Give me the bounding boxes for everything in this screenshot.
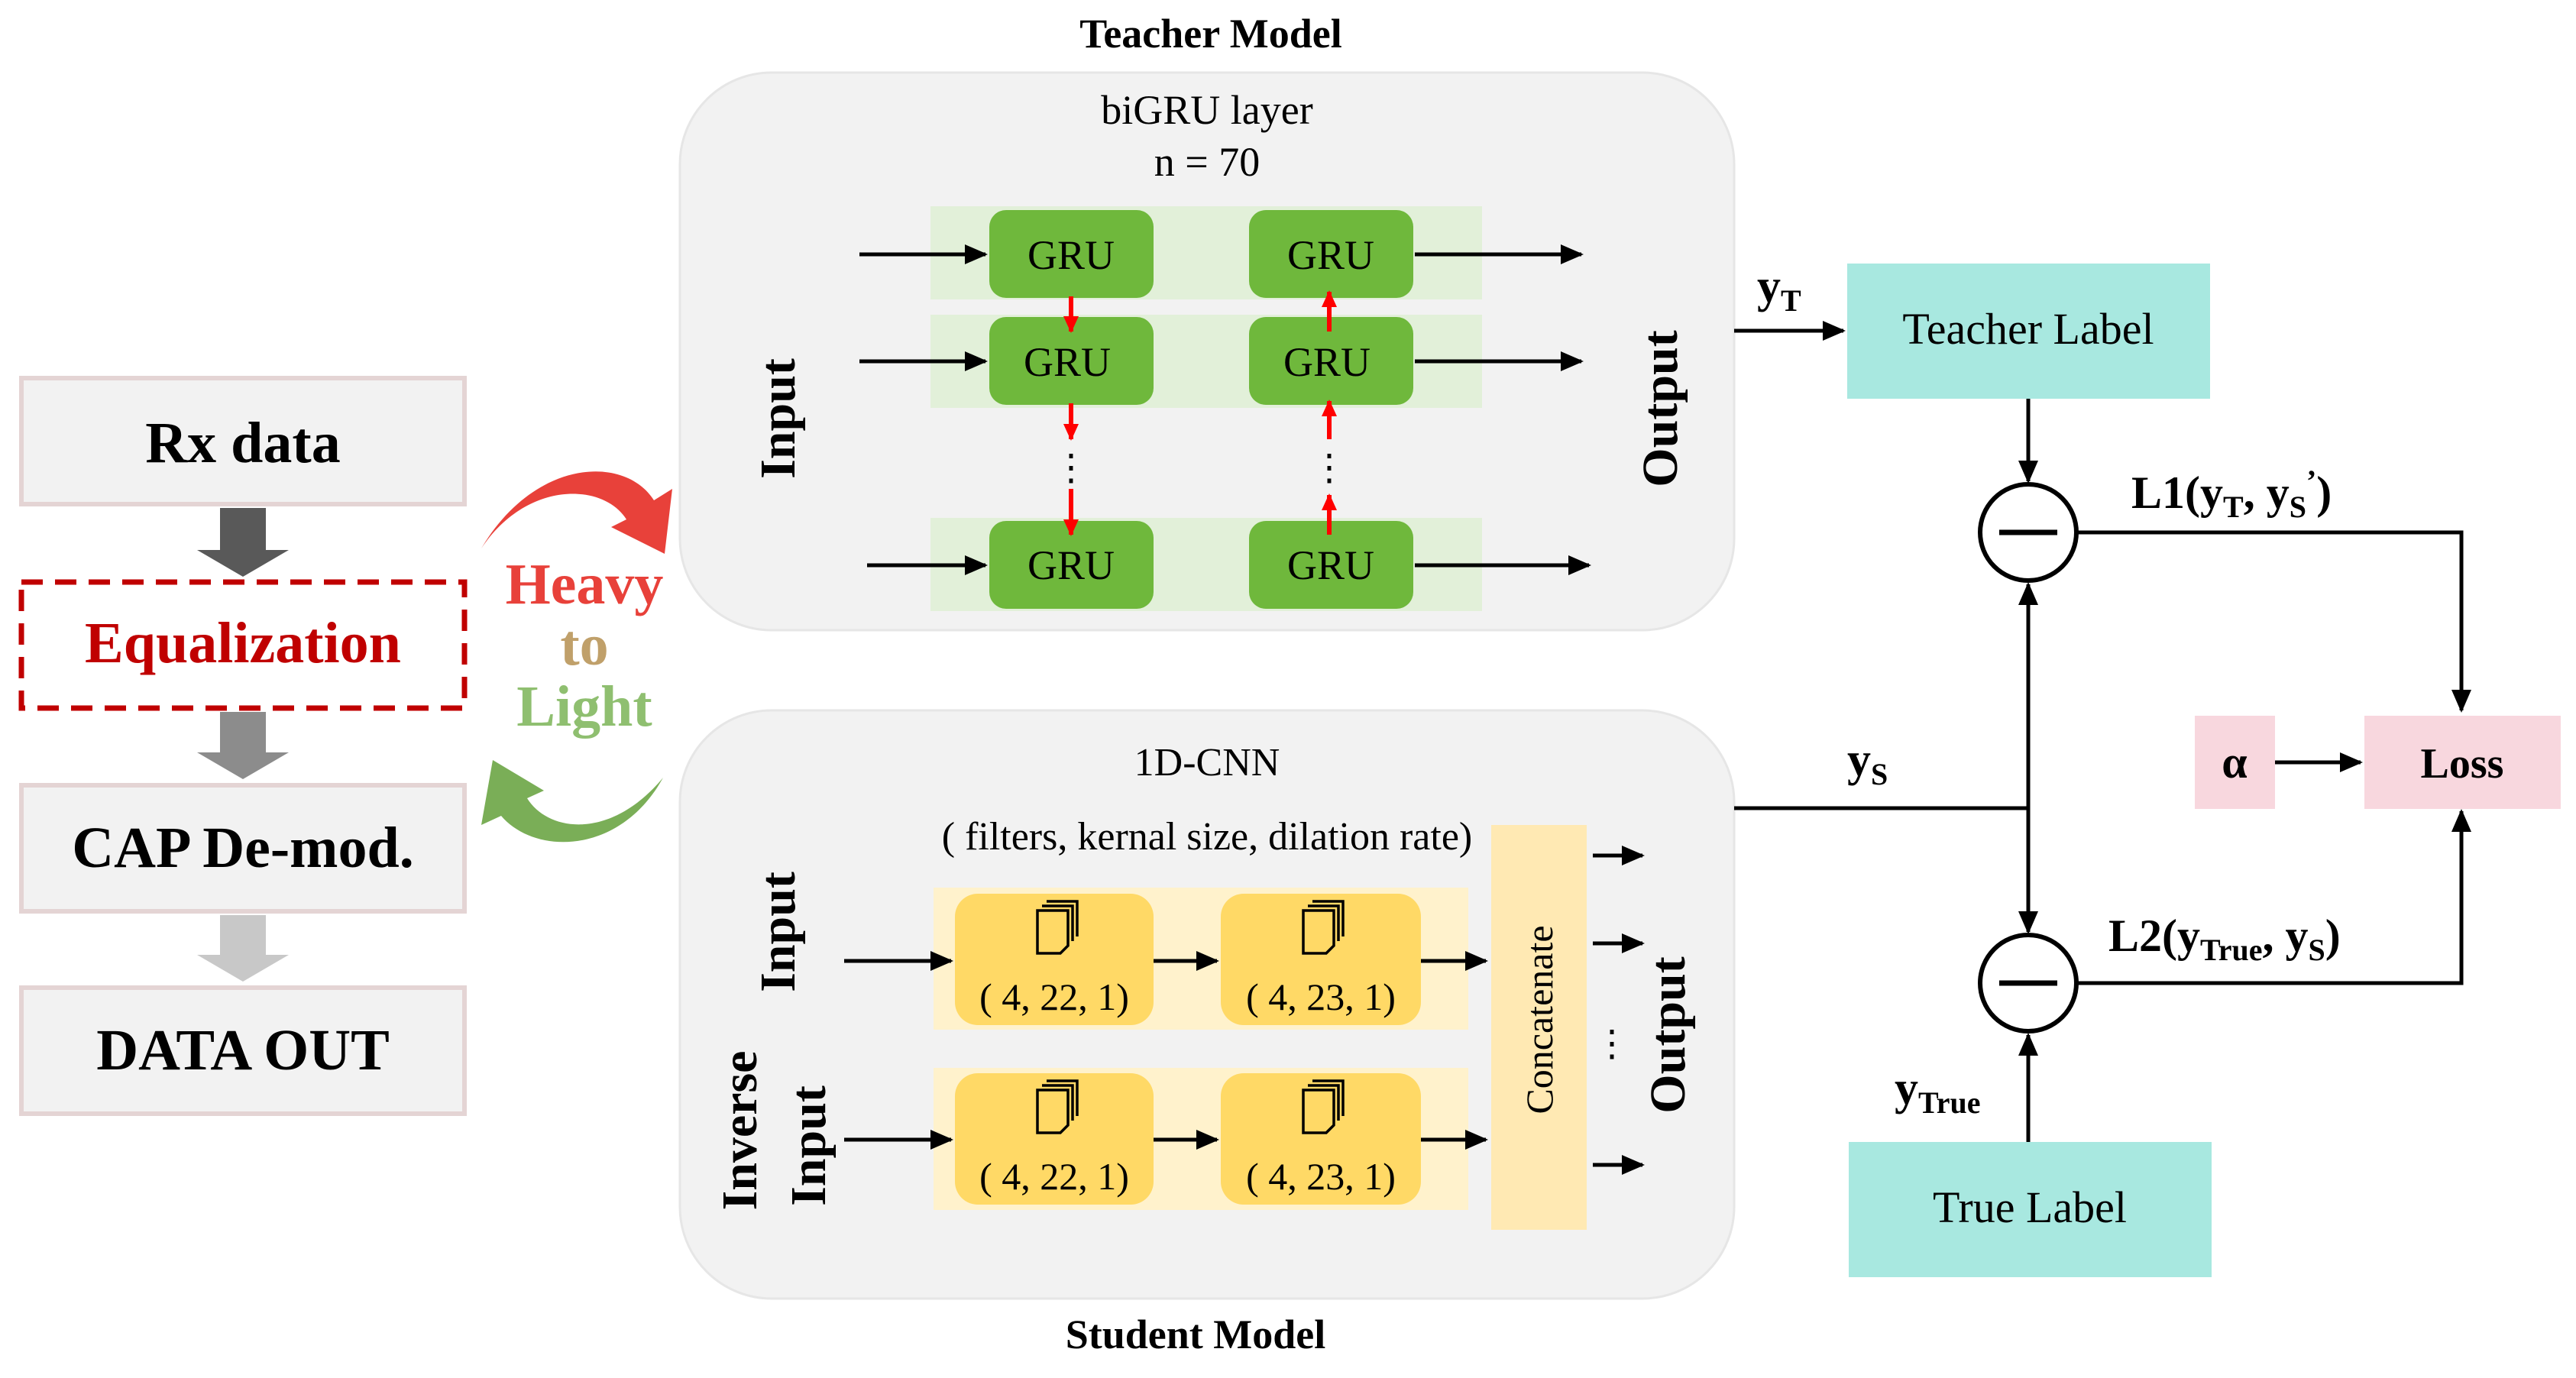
pipeline: Rx data Equalization CAP De-mod. DATA OU…	[18, 376, 468, 1116]
heavy-to-light: Heavy to Light	[481, 471, 672, 843]
true-label-text: True Label	[1933, 1182, 2127, 1232]
true-label-box	[1849, 1142, 2212, 1277]
gru-cell-label: GRU	[1027, 232, 1115, 278]
teacher-output-label: Output	[1633, 330, 1688, 487]
l1-label: L1(yT, yS’)	[2131, 464, 2332, 524]
teacher-input-label: Input	[750, 358, 806, 479]
l2-line	[2076, 809, 2471, 985]
cnn-output-ellipsis: ⋮	[1594, 1024, 1630, 1064]
pipeline-arrow-2	[197, 712, 289, 779]
gru-ellipsis: ⋮	[1053, 448, 1089, 488]
filter-stack-icon	[1036, 900, 1079, 955]
conv-params: ( 4, 22, 1)	[979, 1155, 1129, 1198]
equalization-label: Equalization	[85, 611, 401, 675]
l1-line	[2076, 530, 2471, 713]
conv-params: ( 4, 23, 1)	[1246, 1155, 1396, 1198]
filter-stack-icon	[1036, 1079, 1079, 1134]
student-model-title: Student Model	[1066, 1312, 1326, 1357]
cap-demod-box	[19, 783, 467, 914]
bigru-n-label: n = 70	[1154, 139, 1260, 185]
alpha-box	[2195, 716, 2275, 809]
filter-stack-icon	[1302, 900, 1345, 955]
rx-data-label: Rx data	[145, 411, 340, 475]
student-input-label: Input	[750, 872, 806, 992]
gru-ellipsis: ⋮	[1311, 448, 1348, 488]
gru-cell-label: GRU	[1287, 232, 1374, 278]
to-label: to	[560, 613, 608, 678]
gru-cell	[989, 521, 1154, 609]
gru-cell-label: GRU	[1027, 542, 1115, 588]
loss-box	[2364, 716, 2561, 809]
bigru-layer-label: biGRU layer	[1101, 87, 1312, 133]
teacher-label-box	[1847, 264, 2210, 399]
student-output-label: Output	[1640, 956, 1696, 1113]
student-model: Student Model 1D-CNN ( filters, kernal s…	[678, 709, 1736, 1357]
conv-block	[1221, 894, 1421, 1025]
equalization-box	[18, 579, 468, 711]
student-inverse-input-label: Input	[781, 1085, 837, 1206]
gru-cell	[989, 210, 1154, 298]
concatenate-label: Concatenate	[1518, 925, 1561, 1114]
y-teacher: yT	[1757, 260, 1801, 318]
loss-label: Loss	[2421, 740, 2504, 788]
pipeline-arrow-3	[197, 915, 289, 982]
light-arrow-icon	[481, 760, 663, 843]
pipeline-arrow-1	[197, 508, 289, 577]
gru-cell	[989, 317, 1154, 405]
l2-label: L2(yTrue, yS)	[2108, 911, 2341, 967]
cap-demod-label: CAP De-mod.	[72, 816, 414, 880]
filter-stack-icon	[1302, 1079, 1345, 1134]
teacher-model-title: Teacher Model	[1079, 11, 1341, 57]
concatenate-block	[1491, 825, 1587, 1230]
student-inverse-label: Inverse	[712, 1051, 768, 1211]
y-student: yS	[1847, 734, 1888, 791]
conv-block	[1221, 1073, 1421, 1205]
heavy-label: Heavy	[506, 552, 664, 616]
data-out-box	[19, 985, 467, 1116]
data-out-label: DATA OUT	[96, 1018, 390, 1082]
conv-block	[955, 1073, 1154, 1205]
light-label: Light	[516, 674, 652, 739]
gru-cell	[1249, 521, 1413, 609]
gru-cell	[1249, 317, 1413, 405]
cnn-layer-label: 1D-CNN	[1134, 741, 1280, 784]
rx-data-box	[19, 376, 467, 506]
conv-block	[955, 894, 1154, 1025]
conv-params: ( 4, 23, 1)	[1246, 975, 1396, 1018]
gru-cell-label: GRU	[1287, 542, 1374, 588]
heavy-arrow-icon	[481, 471, 672, 554]
y-true: yTrue	[1895, 1063, 1980, 1120]
gru-cell-label: GRU	[1283, 339, 1371, 385]
cnn-params-label: ( filters, kernal size, dilation rate)	[942, 815, 1472, 859]
conv-params: ( 4, 22, 1)	[979, 975, 1129, 1018]
loss-section: yT Teacher Label True Label yS yTrue L1(…	[1734, 260, 2561, 1277]
teacher-model: Teacher Model biGRU layer n = 70 GRU GRU…	[678, 11, 1736, 632]
alpha-label: α	[2222, 737, 2248, 788]
gru-cell	[1249, 210, 1413, 298]
teacher-label-text: Teacher Label	[1902, 304, 2154, 354]
gru-cell-label: GRU	[1024, 339, 1111, 385]
